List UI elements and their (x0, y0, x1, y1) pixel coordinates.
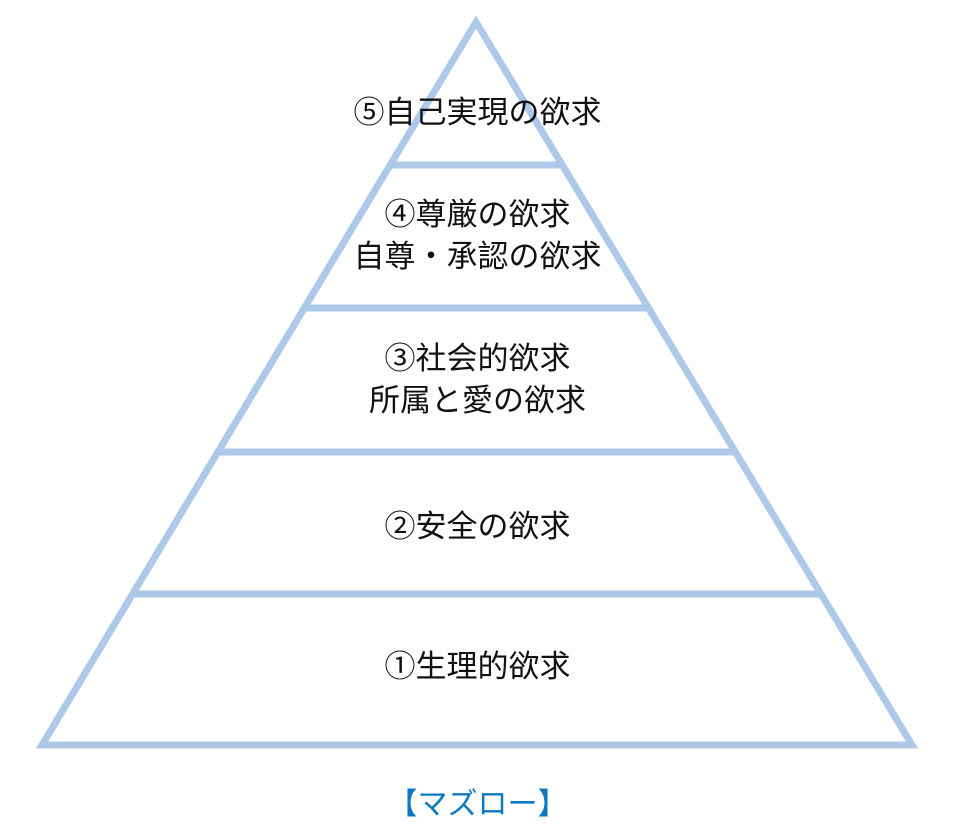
level-2-line-1: ②安全の欲求 (384, 509, 571, 545)
pyramid-triangle (35, 15, 919, 749)
level-3-line-1: ③社会的欲求 (384, 341, 571, 377)
level-1-line-1: ①生理的欲求 (384, 649, 571, 685)
level-3-line-2: 所属と愛の欲求 (369, 383, 586, 419)
level-3-label: ③社会的欲求 所属と愛の欲求 (0, 338, 955, 422)
level-5-label: ⑤自己実現の欲求 (0, 92, 955, 134)
level-4-label: ④尊厳の欲求 自尊・承認の欲求 (0, 194, 955, 278)
level-2-label: ②安全の欲求 (0, 506, 955, 548)
level-4-line-1: ④尊厳の欲求 (384, 197, 571, 233)
level-4-line-2: 自尊・承認の欲求 (353, 239, 602, 275)
level-5-line-1: ⑤自己実現の欲求 (353, 95, 602, 131)
diagram-caption: 【マズロー】 (387, 787, 568, 822)
level-1-label: ①生理的欲求 (0, 646, 955, 688)
